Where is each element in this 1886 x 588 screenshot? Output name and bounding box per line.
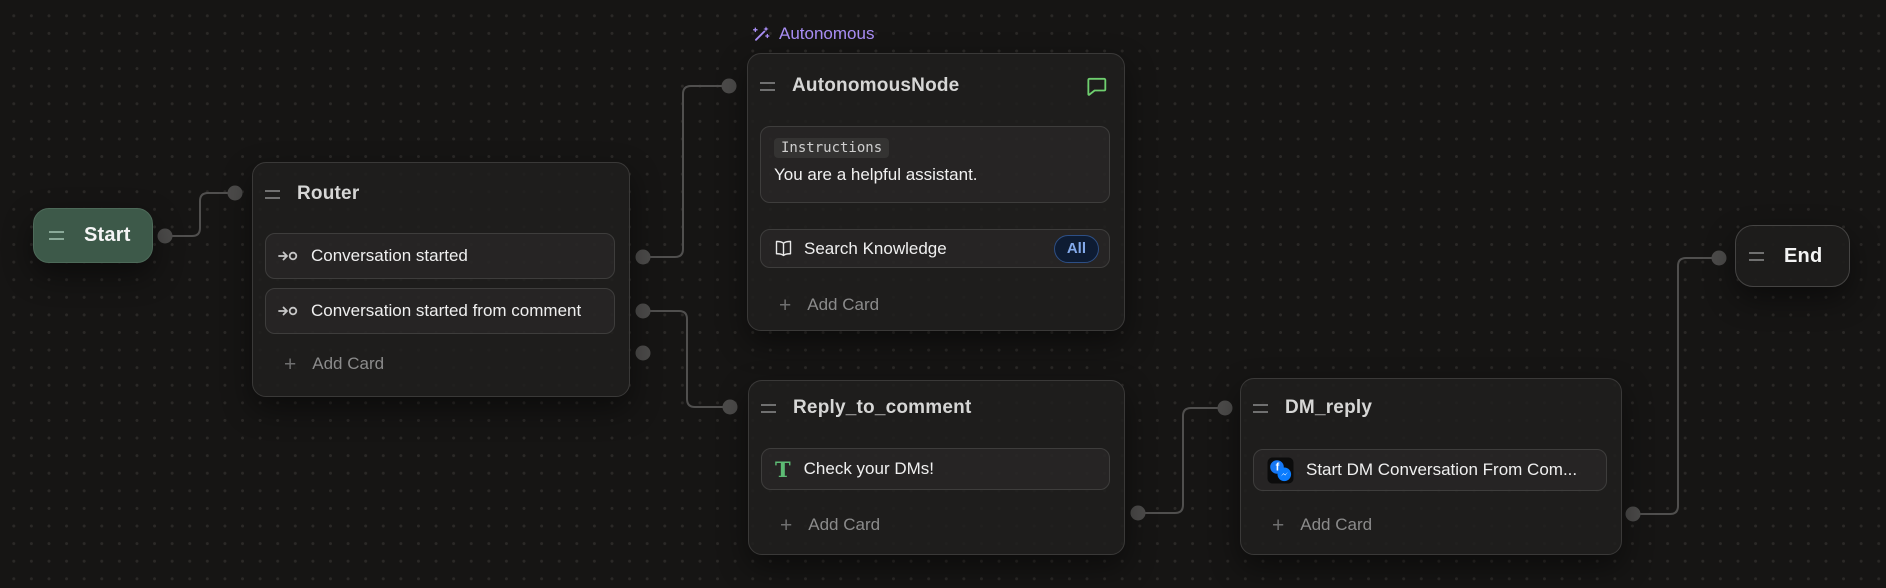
router-card-conversation-started-from-comment[interactable]: Conversation started from comment [265,288,615,334]
router-add-card-button[interactable]: + Add Card [265,346,615,382]
reply-add-card-button[interactable]: + Add Card [761,507,1110,543]
connector-router-out-conversation-started[interactable] [635,249,651,265]
reply-to-comment-header[interactable]: Reply_to_comment [749,393,1124,423]
router-card-conversation-started[interactable]: Conversation started [265,233,615,279]
end-node-title: End [1784,244,1823,267]
search-knowledge-card[interactable]: Search Knowledge All [760,229,1110,268]
dm-add-card-button[interactable]: + Add Card [1253,507,1607,543]
dm-action-card[interactable]: f Start DM Conversation From Com... [1253,449,1607,491]
node-reply-to-comment[interactable]: Reply_to_comment T Check your DMs! + Add… [748,380,1125,555]
instructions-card[interactable]: Instructions You are a helpful assistant… [760,126,1110,203]
autonomousnode-header[interactable]: AutonomousNode [748,70,1124,102]
knowledge-scope-badge[interactable]: All [1053,234,1099,263]
plus-icon: + [780,513,793,537]
node-dm-reply[interactable]: DM_reply f Start DM Conversation From Co… [1240,378,1622,555]
connector-autonomous-in[interactable] [721,78,737,94]
facebook-messenger-icon: f [1267,457,1294,483]
connector-reply-in[interactable] [722,399,738,415]
connector-router-out-conversation-started-from-comment[interactable] [635,303,651,319]
drag-handle-icon[interactable] [761,403,776,413]
open-book-icon [775,240,792,257]
trigger-arrow-circle-icon [278,251,298,261]
autonomous-badge-label: Autonomous [779,24,875,43]
magic-wand-icon [753,26,770,41]
router-card-label: Conversation started from comment [311,301,582,320]
dm-action-label: Start DM Conversation From Com... [1306,460,1578,479]
text-card-icon: T [775,456,791,482]
text-message-label: Check your DMs! [803,459,935,478]
router-header[interactable]: Router [253,179,629,209]
connector-dm-out[interactable] [1625,506,1641,522]
drag-handle-icon[interactable] [760,81,775,91]
trigger-arrow-circle-icon [278,306,298,316]
edge-router-reply[interactable] [643,310,730,408]
add-card-label: Add Card [807,295,880,314]
add-card-label: Add Card [808,515,881,534]
edge-router-autonomous[interactable] [643,85,729,258]
autonomousnode-title: AutonomousNode [792,75,960,96]
search-knowledge-label: Search Knowledge [804,238,947,258]
router-node-title: Router [297,183,360,204]
edge-start-router[interactable] [165,192,235,237]
svg-text:f: f [1276,461,1280,473]
connector-reply-out[interactable] [1130,505,1146,521]
drag-handle-icon[interactable] [1749,251,1764,261]
connector-router-out-add-card[interactable] [635,345,651,361]
node-autonomousnode[interactable]: AutonomousNode Instructions You are a he… [747,53,1125,331]
start-node-title: Start [84,224,131,246]
comment-bubble-button[interactable] [1085,75,1108,98]
connector-router-in[interactable] [227,185,243,201]
drag-handle-icon[interactable] [1253,403,1268,413]
add-card-label: Add Card [1300,515,1373,534]
autonomous-badge: Autonomous [751,24,874,44]
add-card-label: Add Card [312,354,385,373]
plus-icon: + [779,293,792,317]
instructions-chip: Instructions [774,138,890,158]
reply-to-comment-title: Reply_to_comment [793,397,972,418]
dm-reply-header[interactable]: DM_reply [1241,393,1621,423]
edge-dm-end[interactable] [1633,257,1719,515]
drag-handle-icon[interactable] [265,189,280,199]
plus-icon: + [1272,513,1285,537]
drag-handle-icon[interactable] [49,231,64,240]
connector-end-in[interactable] [1711,250,1727,266]
text-message-card[interactable]: T Check your DMs! [761,448,1110,490]
router-card-label: Conversation started [311,246,468,265]
node-end[interactable]: End [1735,225,1850,287]
dm-reply-title: DM_reply [1285,397,1373,418]
edge-reply-dm[interactable] [1138,407,1225,514]
autonomous-add-card-button[interactable]: + Add Card [760,287,1110,323]
connector-dm-in[interactable] [1217,400,1233,416]
node-router[interactable]: Router Conversation started Conversation… [252,162,630,397]
connector-start-out[interactable] [157,228,173,244]
comment-bubble-icon [1087,77,1107,96]
plus-icon: + [284,352,297,376]
node-start[interactable]: Start [33,208,153,263]
instructions-text: You are a helpful assistant. [774,165,978,184]
